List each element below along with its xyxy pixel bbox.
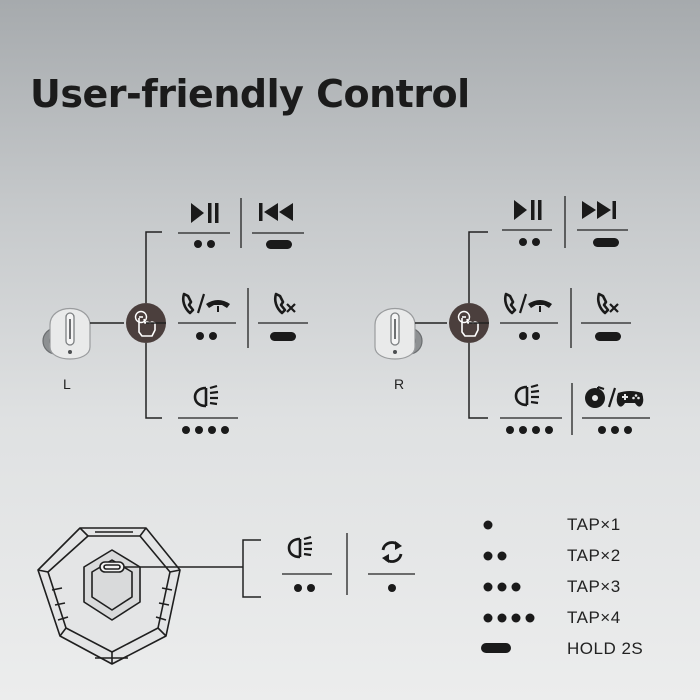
light-icon — [514, 383, 541, 407]
left-earbud-group — [42, 198, 308, 434]
page-title: User-friendly Control — [30, 72, 470, 116]
gesture-tap-2 — [519, 238, 540, 246]
next-track-icon — [582, 201, 616, 219]
legend-tap-2-symbol — [483, 551, 507, 561]
charging-case-icon — [37, 527, 181, 665]
gesture-hold-2s — [266, 240, 292, 249]
right-earbud-group — [374, 196, 650, 435]
music-game-mode-icon — [583, 385, 645, 410]
gesture-legend-symbols — [481, 520, 535, 653]
gesture-tap-1 — [388, 584, 396, 592]
legend-hold-2s-symbol — [481, 643, 511, 653]
gesture-tap-2 — [196, 332, 217, 340]
gesture-tap-3 — [598, 426, 632, 434]
gesture-hold-2s — [593, 238, 619, 247]
refresh-icon — [380, 539, 404, 565]
light-icon — [287, 535, 314, 559]
legend-tap-1-symbol — [483, 520, 493, 530]
charging-case-group — [37, 527, 415, 665]
legend-tap-3-label: TAP×3 — [567, 577, 621, 596]
gesture-hold-2s — [270, 332, 296, 341]
previous-track-icon — [259, 203, 293, 221]
left-earbud-icon — [42, 307, 91, 360]
light-icon — [193, 384, 220, 408]
legend-tap-2-label: TAP×2 — [567, 546, 621, 565]
legend-tap-4-symbol — [483, 613, 535, 623]
legend-tap-4-label: TAP×4 — [567, 608, 621, 627]
right-earbud-label: R — [394, 376, 405, 392]
answer-end-call-icon — [183, 294, 230, 313]
legend-tap-3-symbol — [483, 582, 521, 592]
gesture-hold-2s — [595, 332, 621, 341]
legend-hold-2s-label: HOLD 2S — [567, 639, 644, 658]
gesture-tap-2 — [519, 332, 540, 340]
gesture-tap-2 — [194, 240, 215, 248]
reject-call-icon — [598, 294, 618, 313]
gesture-tap-4 — [506, 426, 553, 434]
gesture-tap-2 — [294, 584, 315, 592]
right-earbud-icon — [374, 307, 423, 360]
play-pause-icon — [191, 203, 219, 223]
gesture-tap-4 — [182, 426, 229, 434]
legend-tap-1-label: TAP×1 — [567, 515, 621, 534]
answer-end-call-icon — [505, 294, 552, 313]
left-earbud-label: L — [63, 376, 71, 392]
play-pause-icon — [514, 200, 542, 220]
reject-call-icon — [275, 294, 295, 313]
